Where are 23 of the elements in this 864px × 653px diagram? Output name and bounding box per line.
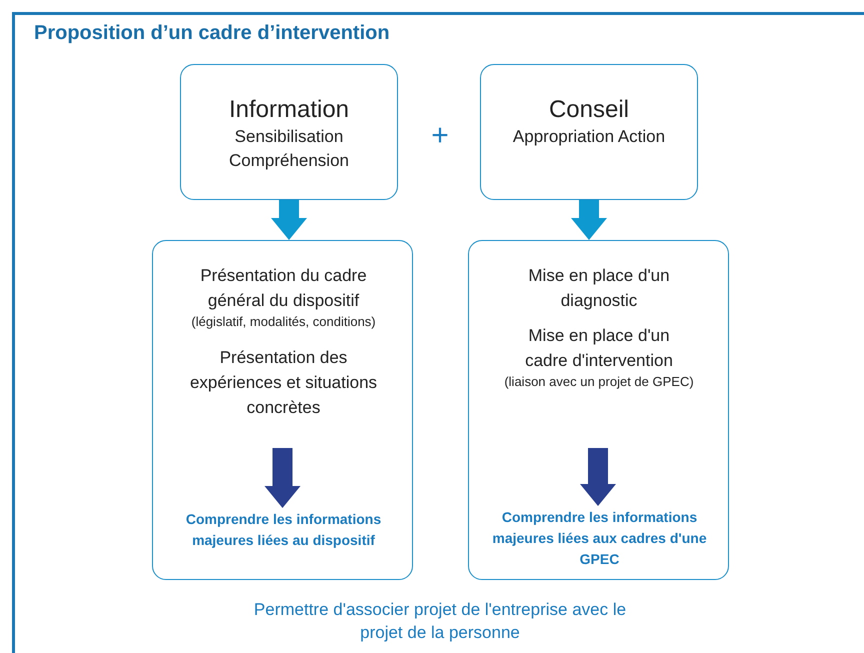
plus-sign: +	[430, 118, 450, 154]
block-arrow	[571, 200, 607, 240]
box-text: (liaison avec un projet de GPEC)	[504, 373, 694, 391]
rounded-box	[180, 64, 398, 200]
box-text: Présentation du cadre général du dispositif	[199, 265, 368, 312]
rounded-box	[468, 240, 729, 580]
box-heading: Conseil	[548, 95, 630, 125]
block-arrow	[271, 200, 307, 240]
box-text: Appropriation Action	[512, 126, 666, 148]
note-text: Permettre d'associer projet de l'entreprise avec le projet de la personne	[252, 599, 628, 644]
box-text: Mise en place d'un diagnostic	[527, 265, 671, 312]
box-text: Comprendre les informations majeures liées au dispositif	[184, 510, 382, 550]
box-text: Comprendre les informations majeures liées aux cadres d'une GPEC	[491, 508, 708, 569]
box-text: Sensibilisation Compréhension	[228, 126, 350, 172]
diagram-title: Proposition d’un cadre d’intervention	[34, 22, 390, 45]
box-heading: Information	[228, 95, 350, 125]
box-text: Présentation des expériences et situations concrètes	[188, 347, 378, 419]
box-text: Mise en place d'un cadre d'intervention	[524, 325, 674, 372]
block-arrow	[580, 448, 616, 506]
box-text: (législatif, modalités, conditions)	[191, 313, 376, 331]
rounded-box	[152, 240, 413, 580]
block-arrow	[264, 448, 300, 508]
rounded-box	[480, 64, 698, 200]
